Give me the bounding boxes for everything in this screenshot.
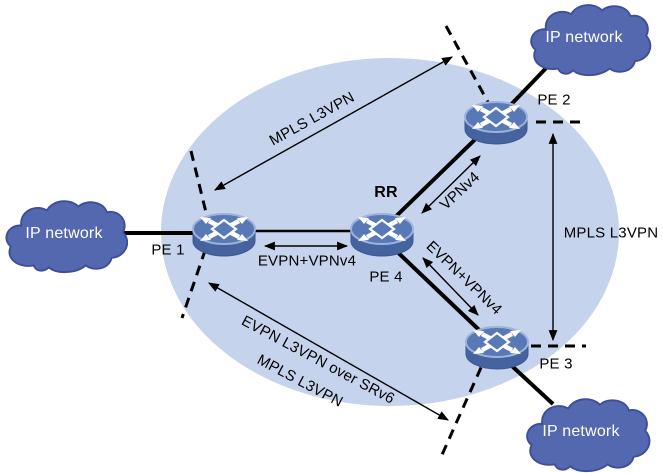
router-icon-pe3 <box>466 327 528 369</box>
arrow-vpnv4 <box>421 155 481 214</box>
pe1-label: PE 1 <box>151 241 185 259</box>
pe2-label: PE 2 <box>537 91 571 109</box>
cloud-left-label: IP network <box>25 225 103 242</box>
pe3-label: PE 3 <box>539 355 573 373</box>
arrow-evpn-vpnv4-right <box>422 257 479 316</box>
evpn-vpnv4-left-label: EVPN+VPNv4 <box>257 252 357 270</box>
dashed-boundary-pe1 <box>180 150 213 319</box>
router-icon-pe1 <box>193 214 255 256</box>
mpls-l3vpn-right-label: MPLS L3VPN <box>563 224 659 242</box>
cloud-bottom-right-label: IP network <box>542 423 620 440</box>
rr-label: RR <box>374 184 398 201</box>
dashed-boundary-pe3 <box>439 351 490 458</box>
arrow-srv6-bottom <box>208 282 449 421</box>
router-icon-pe4-rr <box>351 214 413 256</box>
pe4-label: PE 4 <box>369 268 403 286</box>
cloud-top-right-label: IP network <box>545 29 623 46</box>
arrow-mpls-l3vpn-top <box>214 56 453 191</box>
router-icon-pe2 <box>465 102 527 144</box>
